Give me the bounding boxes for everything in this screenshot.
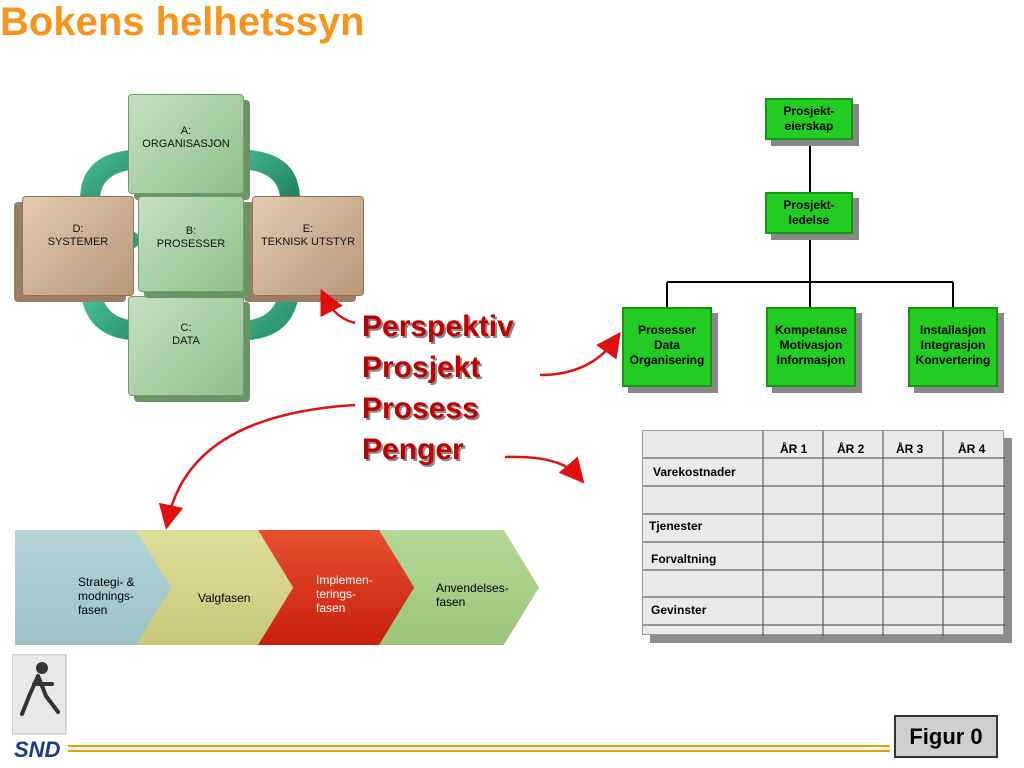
phase-strategi-label: Strategi- & modnings- fasen: [78, 575, 135, 617]
snd-logo-icon: [12, 654, 67, 735]
arrow-penger-to-table: [504, 455, 585, 484]
arrow-prosess-to-phases: [158, 403, 356, 530]
word-prosess: Prosess: [362, 392, 479, 425]
org-child-1-line2: Data: [653, 338, 680, 352]
org-child-prosesser: Prosesser Data Organisering: [622, 307, 712, 387]
cube-prosesser-line2: PROSESSER: [156, 238, 226, 250]
page-title: Bokens helhetssyn: [0, 0, 365, 44]
snd-logo-text: SND: [14, 737, 61, 762]
org-child-3-line3: Konvertering: [915, 353, 991, 367]
table-row-label: Forvaltning: [651, 552, 717, 566]
org-ledelse-line1: Prosjekt-: [783, 198, 835, 212]
org-child-1-line1: Prosesser: [637, 323, 697, 337]
table-header-ar3: ÅR 3: [896, 442, 924, 456]
table-header-ar1: ÅR 1: [780, 442, 808, 456]
org-eierskap-line2: eierskap: [784, 119, 834, 133]
arrow-perspektiv-to-cubes: [320, 289, 356, 325]
table-header-ar4: ÅR 4: [958, 442, 986, 456]
org-ledelse-line2: ledelse: [788, 213, 830, 227]
org-child-3-line2: Integrasjon: [920, 338, 986, 352]
word-perspektiv: Perspektiv: [362, 310, 514, 343]
org-child-installasjon: Installasjon Integrasjon Konvertering: [908, 307, 998, 387]
org-eierskap-line1: Prosjekt-: [783, 104, 835, 118]
phase-3-line3: fasen: [316, 601, 346, 615]
phase-4-line2: fasen: [436, 595, 466, 609]
phase-valg-label: Valgfasen: [198, 591, 251, 605]
cube-systemer: D: SYSTEMER: [22, 196, 134, 296]
cube-data-line1: C:: [180, 322, 192, 334]
cube-systemer-line2: SYSTEMER: [47, 236, 109, 248]
org-child-2-line2: Motivasjon: [779, 338, 843, 352]
org-prosjekt-ledelse: Prosjekt- ledelse: [765, 192, 853, 234]
cube-data-line2: DATA: [172, 335, 200, 347]
phase-1-line3: fasen: [78, 603, 108, 617]
table-row-label: Tjenester: [649, 519, 703, 533]
phase-4-line1: Anvendelses-: [436, 581, 509, 595]
table-row-label: Gevinster: [651, 603, 707, 617]
cube-teknisk-line1: E:: [302, 223, 314, 235]
arrow-prosjekt-to-org: [539, 331, 621, 377]
cube-prosesser-line1: B:: [185, 225, 197, 237]
cube-organisasjon-line2: ORGANISASJON: [142, 138, 230, 150]
cube-prosesser: B: PROSESSER: [138, 196, 244, 292]
org-child-1-line3: Organisering: [629, 353, 705, 367]
figure-label: Figur 0: [894, 715, 998, 758]
cost-table: ÅR 1 ÅR 2 ÅR 3 ÅR 4 Varekostnader Tjenes…: [642, 430, 1005, 636]
word-penger: Penger: [362, 433, 464, 466]
phase-1-line2: modnings-: [78, 589, 135, 603]
cube-teknisk-line2: TEKNISK UTSTYR: [260, 236, 356, 248]
cube-systemer-line1: D:: [72, 223, 84, 235]
cube-organisasjon: A: ORGANISASJON: [128, 94, 244, 194]
org-child-2-line3: Informasjon: [776, 353, 846, 367]
cube-data: C: DATA: [128, 296, 244, 396]
org-child-kompetanse: Kompetanse Motivasjon Informasjon: [766, 307, 856, 387]
org-prosjekt-eierskap: Prosjekt- eierskap: [765, 98, 853, 140]
org-child-2-line1: Kompetanse: [774, 323, 848, 337]
cube-teknisk-utstyr: E: TEKNISK UTSTYR: [252, 196, 364, 296]
cost-table-grid: [643, 431, 1005, 636]
org-chart-lines: [666, 140, 954, 308]
phase-anvendelse-label: Anvendelses- fasen: [436, 581, 509, 609]
footer-divider: [68, 745, 890, 752]
phase-implementering-label: Implemen- terings- fasen: [316, 573, 373, 615]
table-row-label: Varekostnader: [653, 465, 736, 479]
table-header-ar2: ÅR 2: [837, 442, 865, 456]
phase-3-line2: terings-: [316, 587, 357, 601]
phase-1-line1: Strategi- &: [78, 575, 135, 589]
cube-organisasjon-line1: A:: [180, 125, 192, 137]
phase-3-line1: Implemen-: [316, 573, 373, 587]
org-child-3-line1: Installasjon: [919, 323, 987, 337]
word-prosjekt: Prosjekt: [362, 351, 481, 384]
